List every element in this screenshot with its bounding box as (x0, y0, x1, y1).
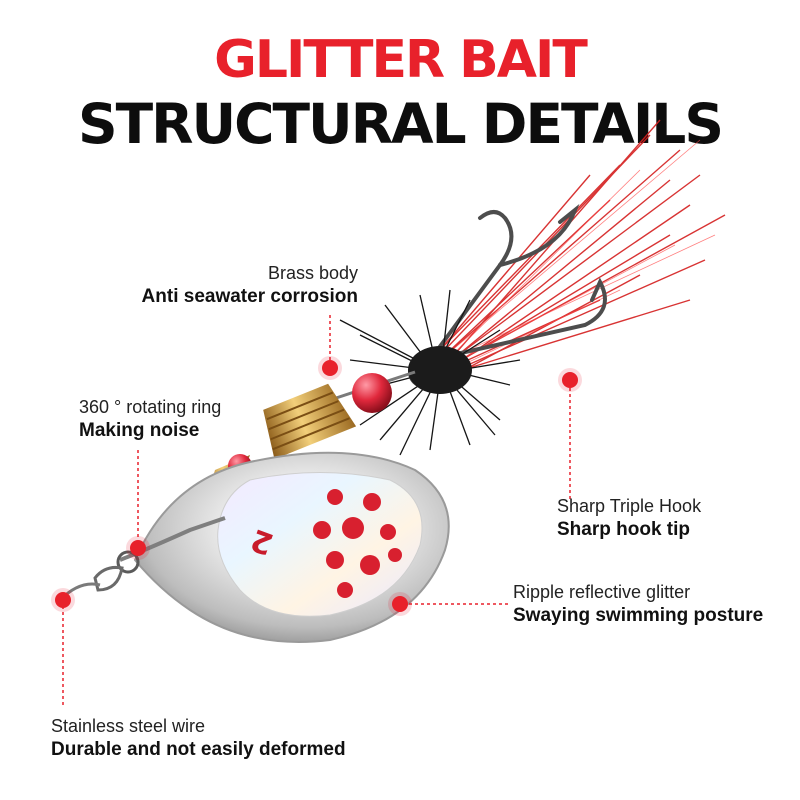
callout-benefit: Making noise (79, 420, 200, 441)
red-dots (313, 489, 402, 598)
callout-rotating-ring: 360 ° rotating ring Making noise (79, 396, 221, 443)
callout-benefit: Swaying swimming posture (513, 605, 764, 626)
callout-glitter: Ripple reflective glitter Swaying swimmi… (513, 581, 763, 628)
brass-body (263, 383, 357, 460)
red-dot-icon (55, 592, 71, 608)
red-dot-icon (562, 372, 578, 388)
callout-brass-body: Brass body Anti seawater corrosion (142, 262, 358, 309)
callout-benefit: Durable and not easily deformed (51, 739, 346, 760)
callout-label: Sharp Triple Hook (557, 496, 702, 516)
callout-steel-wire: Stainless steel wire Durable and not eas… (51, 715, 346, 762)
callout-benefit: Sharp hook tip (557, 519, 690, 540)
callout-label: Brass body (267, 263, 358, 283)
callout-label: Stainless steel wire (51, 716, 206, 736)
spinner-blade: 2 (133, 451, 450, 643)
red-dot-icon (322, 360, 338, 376)
red-dot-icon (130, 540, 146, 556)
title-line-1: GLITTER BAIT (214, 30, 588, 90)
callout-label: Ripple reflective glitter (513, 582, 691, 602)
callout-benefit: Anti seawater corrosion (141, 286, 358, 307)
red-dot-icon (392, 596, 408, 612)
title-line-2: STRUCTURAL DETAILS (78, 92, 724, 156)
callout-label: 360 ° rotating ring (79, 397, 222, 417)
red-feather-tail (437, 119, 726, 376)
callout-triple-hook: Sharp Triple Hook Sharp hook tip (557, 495, 701, 542)
